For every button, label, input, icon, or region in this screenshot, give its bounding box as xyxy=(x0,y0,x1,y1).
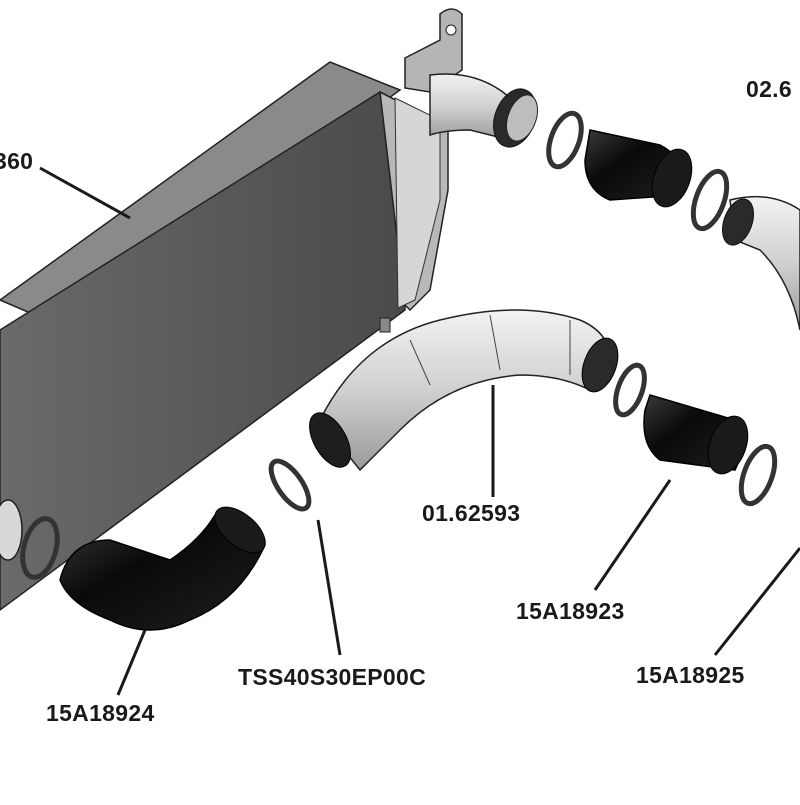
elbow-hose-top-end xyxy=(214,506,266,554)
upper-coupler-set xyxy=(546,110,800,331)
part-label-clamp-right: 15A18925 xyxy=(636,662,745,688)
part-label-hose-right: 15A18923 xyxy=(516,598,625,624)
upper-pipe-coupler xyxy=(721,198,755,246)
mounting-bolt xyxy=(379,317,391,333)
leader-lines xyxy=(39,166,800,696)
bracket-hole xyxy=(445,24,457,36)
middle-pipe-right-coupler xyxy=(581,337,619,393)
upper-hose-end xyxy=(651,148,693,208)
elbow-rubber-hose xyxy=(59,506,266,631)
part-label-pipe-top: 02.6 xyxy=(746,76,792,102)
part-label-clamp-small: TSS40S30EP00C xyxy=(238,664,427,690)
middle-pipe xyxy=(309,309,647,472)
part-label-pipe-middle: 01.62593 xyxy=(422,500,521,526)
right-hose-end xyxy=(707,415,749,475)
outlet-coupler-opening xyxy=(505,94,539,142)
leader-360 xyxy=(39,166,131,220)
pipe-weld-2 xyxy=(489,314,501,371)
leader-15A18925 xyxy=(713,547,800,656)
small-clamp xyxy=(268,458,312,512)
upper-clamp-2 xyxy=(690,168,730,232)
right-rubber-hose xyxy=(643,394,778,507)
part-label-intercooler: 360 xyxy=(0,148,34,174)
leader-15A18923 xyxy=(593,479,672,591)
right-clamp xyxy=(738,443,778,507)
inlet-clamp xyxy=(20,516,60,580)
leader-TSS xyxy=(316,519,342,656)
middle-clamp xyxy=(613,362,647,418)
intercooler-inlet-ring xyxy=(0,499,23,561)
middle-pipe-body xyxy=(319,309,612,472)
pipe-weld-1 xyxy=(409,339,431,386)
part-label-hose-elbow: 15A18924 xyxy=(46,700,155,726)
upper-clamp-1 xyxy=(546,110,584,170)
leader-15A18924 xyxy=(116,629,147,696)
middle-pipe-left-coupler xyxy=(309,412,351,468)
intercooler xyxy=(0,8,539,611)
